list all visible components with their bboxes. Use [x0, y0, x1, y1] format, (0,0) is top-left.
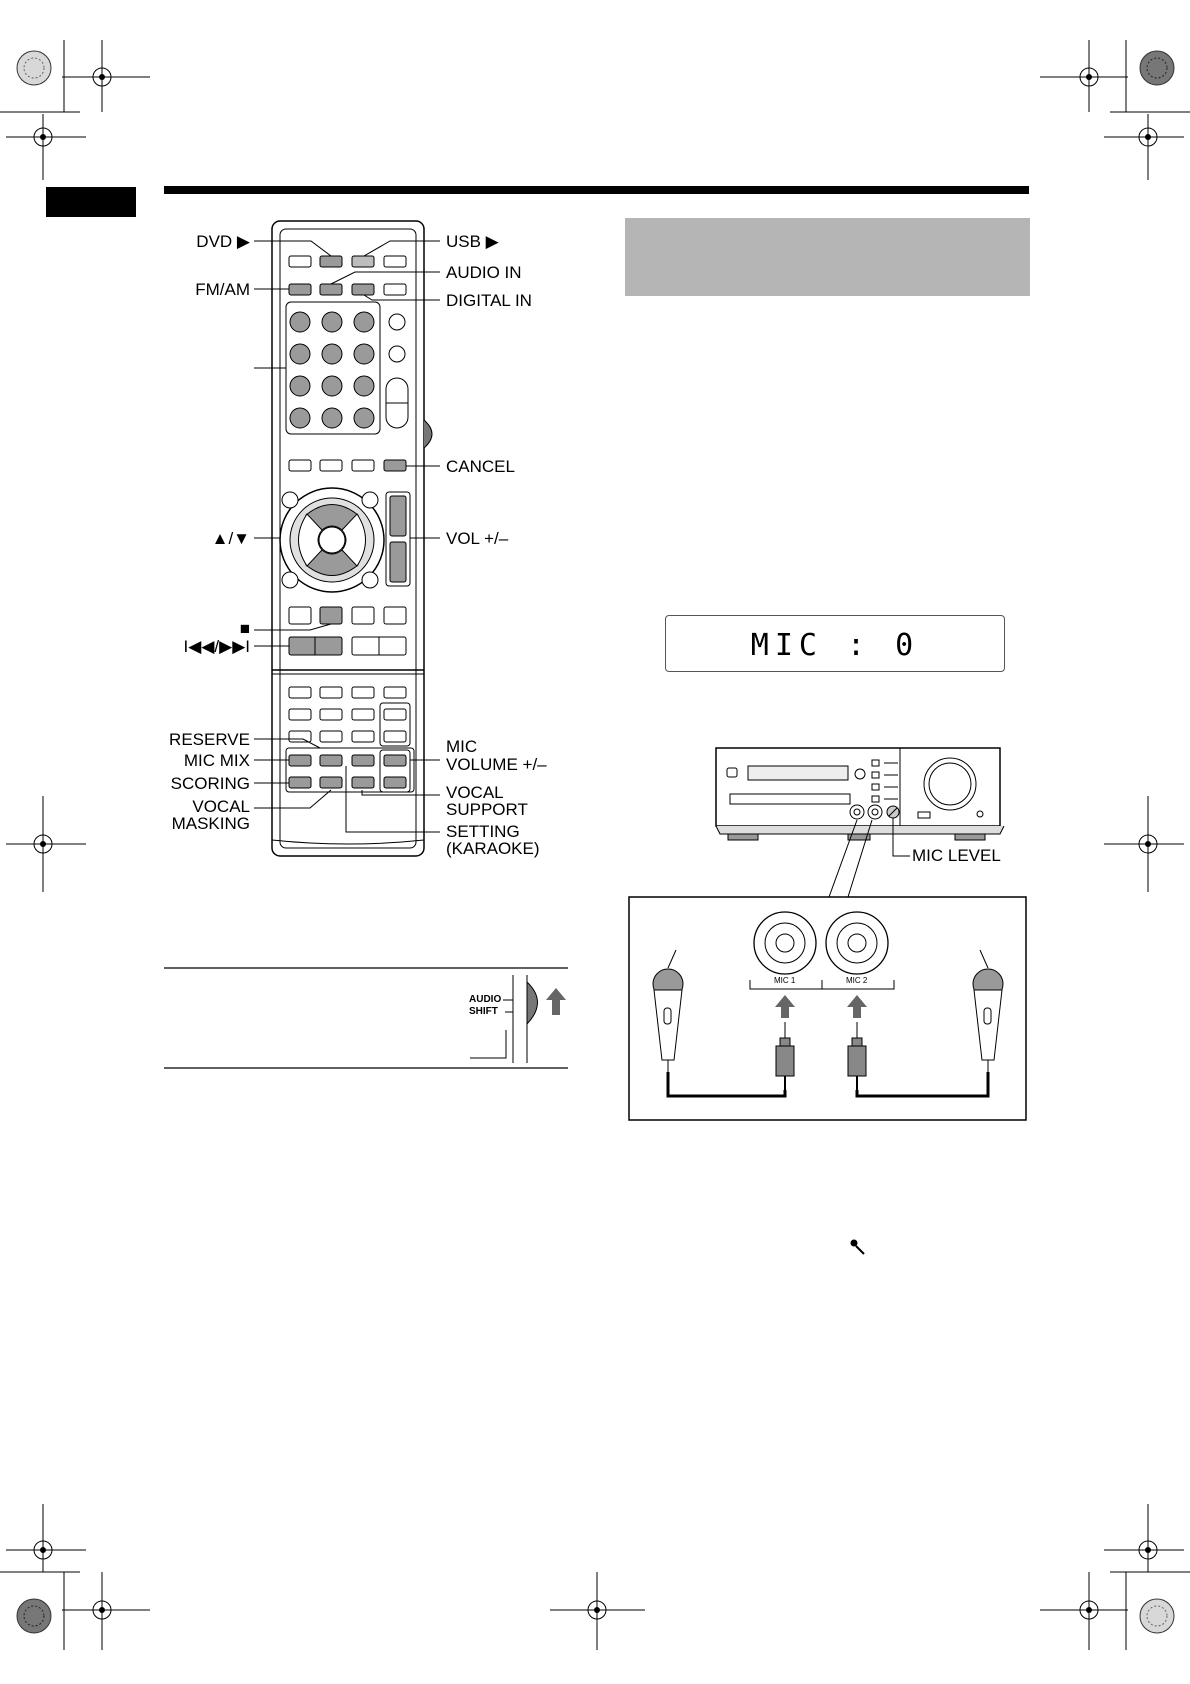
- color-wheels: [16, 50, 1175, 1634]
- label-vol: VOL +/–: [446, 529, 509, 548]
- label-vocal-support-line1: VOCAL: [446, 783, 504, 802]
- label-mic1-jack: MIC 1: [774, 976, 796, 985]
- label-mic2-jack: MIC 2: [846, 976, 868, 985]
- mic-display-panel: MIC : 0: [665, 615, 1005, 672]
- label-mic-volume-line1: MIC: [446, 737, 478, 756]
- label-vocal-masking-line1: VOCAL: [192, 797, 250, 816]
- label-stop: ■: [239, 619, 250, 638]
- section-tab-marker: [46, 187, 136, 217]
- label-reserve: RESERVE: [169, 730, 250, 749]
- label-vocal-support-line2: SUPPORT: [446, 800, 528, 819]
- reg-mark-mid-right: [1104, 796, 1184, 892]
- registration-marks: [0, 40, 1190, 1650]
- reg-mark-top-right: [1040, 40, 1190, 180]
- label-mic-volume-line2: VOLUME +/–: [446, 755, 547, 774]
- label-audio-in: AUDIO IN: [446, 263, 522, 282]
- remote-leader-lines: [254, 240, 440, 833]
- registration-crosshair-targets: [40, 74, 1151, 1613]
- label-dvd: DVD ▶: [196, 232, 250, 251]
- label-setting-line1: SETTING: [446, 822, 520, 841]
- label-scoring: SCORING: [170, 774, 250, 793]
- mic-display-text: MIC : 0: [750, 628, 920, 663]
- label-usb: USB ▶: [446, 232, 499, 251]
- label-skip: I◀◀/▶▶I: [183, 637, 250, 656]
- label-setting-line2: (KARAOKE): [446, 839, 540, 858]
- label-mic-level: MIC LEVEL: [912, 846, 1001, 865]
- remote-control-illustration: [271, 220, 433, 857]
- label-cancel: CANCEL: [446, 457, 515, 476]
- label-vocal-masking-line2: MASKING: [171, 814, 250, 833]
- main-unit-illustration: [715, 747, 1005, 857]
- label-audio-shift-line2: SHIFT: [469, 1006, 498, 1017]
- section-heading-box: [625, 218, 1030, 296]
- label-mic-mix: MIC MIX: [183, 751, 250, 770]
- label-fm-am: FM/AM: [195, 280, 250, 299]
- microphone-connection-diagram: [628, 819, 1027, 1121]
- header-rule: [164, 186, 1029, 194]
- label-audio-shift-line1: AUDIO: [469, 994, 502, 1005]
- audio-shift-note: [164, 967, 568, 1069]
- label-cursor-up-down: ▲/▼: [211, 529, 250, 548]
- microphone-icon: [850, 1239, 865, 1255]
- label-digital-in: DIGITAL IN: [446, 291, 532, 310]
- reg-mark-bottom-right: [1040, 1504, 1190, 1650]
